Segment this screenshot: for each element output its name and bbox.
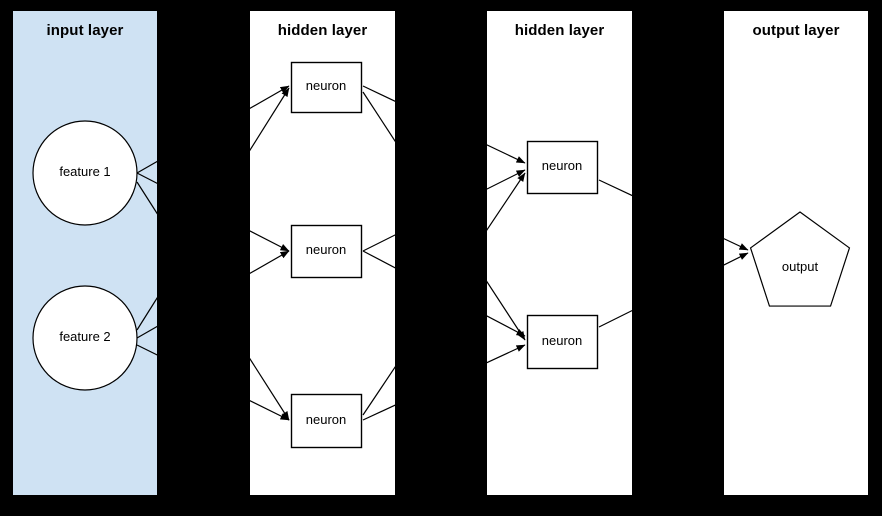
connection-feature-2-to-h1-neuron-3: [136, 344, 290, 421]
connection-h1-neuron-1-to-h2-neuron-1: [362, 85, 526, 164]
layer-box-output-layer: [723, 10, 869, 496]
layer-box-hidden-layer-2: [486, 10, 633, 496]
connection-h2-neuron-2-to-output-node: [598, 252, 749, 328]
node-label-feature-1: feature 1: [59, 164, 111, 179]
layer-title-output-layer: output layer: [752, 22, 840, 39]
connection-feature-1-to-h1-neuron-3: [136, 181, 290, 421]
node-h2-neuron-2[interactable]: [526, 314, 599, 370]
layer-title-hidden-layer-1: hidden layer: [277, 22, 368, 39]
connection-h1-neuron-2-to-h2-neuron-1: [362, 169, 526, 252]
layer-box-gap-2: [396, 10, 486, 496]
layer-title-hidden-layer-2: hidden layer: [514, 22, 605, 39]
node-output-node[interactable]: [749, 211, 851, 307]
layer-title-input-layer: input layer: [46, 22, 124, 39]
connection-h1-neuron-3-to-h2-neuron-1: [362, 172, 526, 416]
connection-h1-neuron-1-to-h2-neuron-2: [362, 91, 526, 341]
node-label-h1-neuron-2: neuron: [305, 242, 347, 257]
node-feature-2[interactable]: [32, 285, 138, 391]
connection-h1-neuron-3-to-h2-neuron-2: [362, 344, 526, 421]
node-label-h1-neuron-3: neuron: [305, 411, 347, 427]
connection-feature-1-to-h1-neuron-2: [136, 172, 290, 252]
layer-box-input-layer: [12, 10, 158, 496]
node-h1-neuron-1[interactable]: [290, 61, 363, 114]
node-label-h2-neuron-1: neuron: [541, 158, 583, 173]
layer-box-gap-1: [158, 10, 249, 496]
connection-h2-neuron-1-to-output-node: [598, 179, 749, 251]
layer-box-gap-3: [633, 10, 723, 496]
connection-feature-2-to-h1-neuron-1: [136, 87, 290, 331]
node-label-feature-2: feature 2: [59, 329, 111, 344]
node-h2-neuron-1[interactable]: [526, 140, 599, 195]
layer-box-hidden-layer-1: [249, 10, 396, 496]
node-label-output-node: output: [781, 259, 819, 274]
connection-h1-neuron-2-to-h2-neuron-2: [362, 250, 526, 337]
node-label-h2-neuron-2: neuron: [541, 332, 583, 348]
node-label-h1-neuron-1: neuron: [305, 78, 347, 93]
node-h1-neuron-3[interactable]: [290, 393, 363, 449]
node-h1-neuron-2[interactable]: [290, 224, 363, 279]
connection-feature-1-to-h1-neuron-1: [136, 85, 290, 174]
node-feature-1[interactable]: [32, 120, 138, 226]
connection-feature-2-to-h1-neuron-2: [136, 250, 290, 339]
